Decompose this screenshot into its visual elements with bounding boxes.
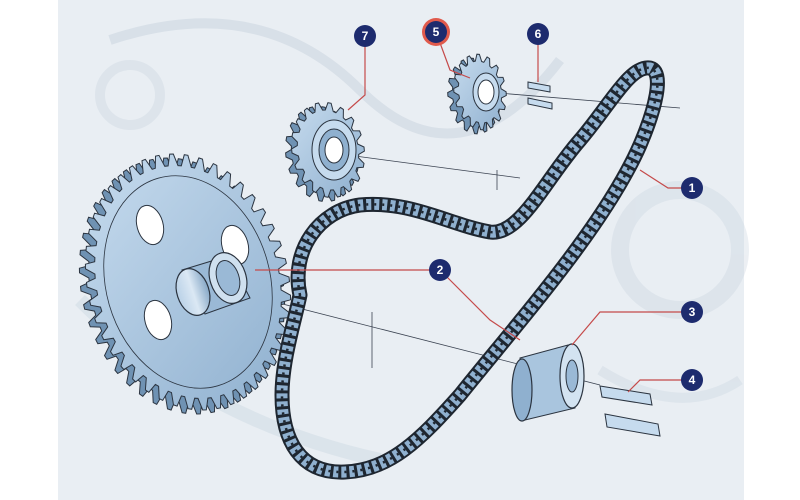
callout-label-4: 4 (689, 373, 696, 387)
callout-2: 2 (429, 259, 451, 281)
hub-bushing (175, 252, 251, 316)
small-sprocket (447, 53, 507, 135)
callout-label-1: 1 (689, 181, 696, 195)
callout-3: 3 (681, 301, 703, 323)
keys (599, 385, 661, 437)
callout-badges: 1 2 3 4 5 6 7 (354, 18, 703, 391)
sprocket-hub (511, 343, 585, 422)
callout-label-3: 3 (689, 305, 696, 319)
callout-label-5: 5 (433, 25, 440, 39)
callout-label-2: 2 (437, 263, 444, 277)
callout-4: 4 (681, 369, 703, 391)
callout-5: 5 (422, 18, 450, 46)
callout-7: 7 (354, 25, 376, 47)
callout-6: 6 (527, 23, 549, 45)
callout-label-6: 6 (535, 27, 542, 41)
idler-sprocket (285, 102, 365, 202)
roller-chain (274, 60, 665, 480)
small-keys (527, 81, 553, 110)
callout-label-7: 7 (362, 29, 369, 43)
callout-1: 1 (681, 177, 703, 199)
